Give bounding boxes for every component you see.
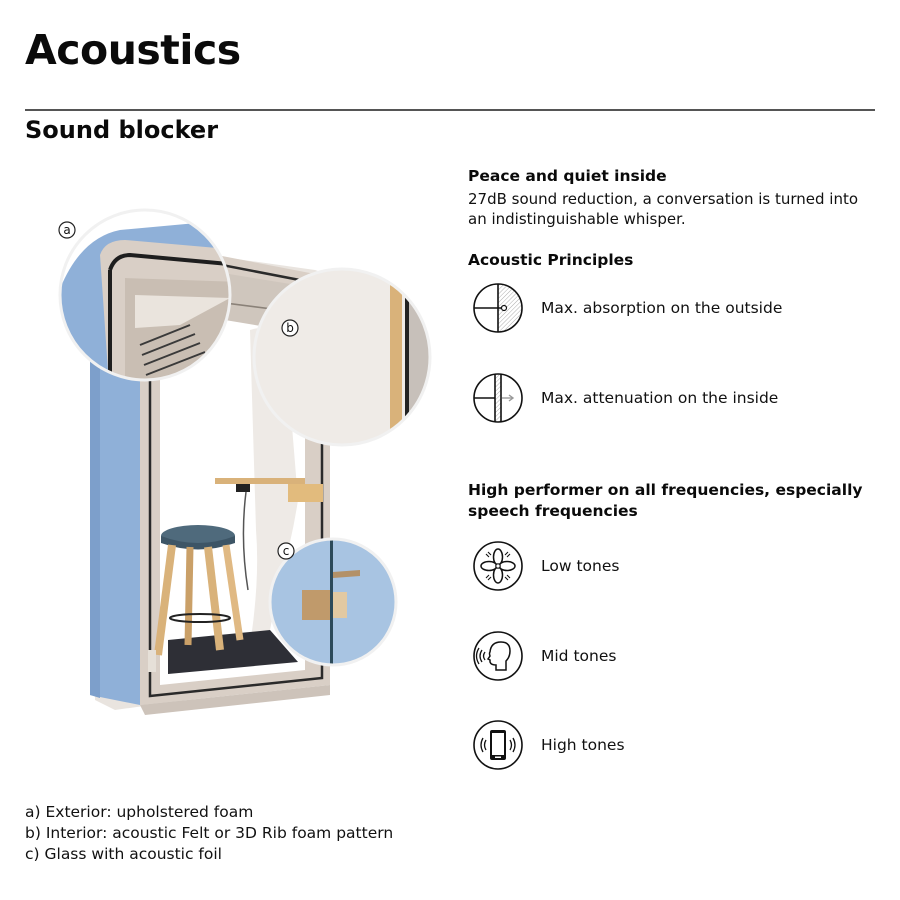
frequencies-heading-line-2: speech frequencies — [468, 502, 638, 520]
legend-item-c: c) Glass with acoustic foil — [25, 845, 222, 863]
frequencies-heading-line-1: High performer on all frequencies, espec… — [468, 481, 863, 499]
section-title: Sound blocker — [25, 116, 219, 144]
frequencies-heading: High performer on all frequencies, espec… — [468, 480, 863, 522]
principle-label: Max. absorption on the outside — [541, 299, 783, 317]
peace-body-line-1: 27dB sound reduction, a conversation is … — [468, 190, 859, 208]
frequency-label: Low tones — [541, 557, 620, 575]
frequency-item-high: High tones — [472, 719, 625, 771]
peace-body-line-2: an indistinguishable whisper. — [468, 210, 686, 228]
frequency-label: Mid tones — [541, 647, 617, 665]
frequency-item-mid: Mid tones — [472, 630, 616, 682]
svg-text:c: c — [283, 544, 290, 558]
booth-illustration: a b c — [30, 200, 450, 730]
absorption-icon — [473, 283, 523, 333]
peace-heading: Peace and quiet inside — [468, 167, 667, 185]
principle-label: Max. attenuation on the inside — [541, 389, 779, 407]
callout-legend: a) Exterior: upholstered foam b) Interio… — [25, 802, 393, 865]
page-title: Acoustics — [25, 26, 241, 74]
svg-text:a: a — [63, 223, 70, 237]
callout-c-glass — [270, 539, 396, 665]
svg-text:b: b — [286, 321, 294, 335]
principle-item-attenuation: Max. attenuation on the inside — [472, 372, 778, 424]
principles-heading: Acoustic Principles — [468, 251, 634, 269]
frequency-label: High tones — [541, 736, 625, 754]
peace-body: 27dB sound reduction, a conversation is … — [468, 189, 858, 229]
attenuation-icon — [473, 373, 523, 423]
ringing-phone-icon — [473, 720, 523, 770]
legend-item-b: b) Interior: acoustic Felt or 3D Rib foa… — [25, 824, 394, 842]
speaking-head-icon — [473, 631, 523, 681]
legend-item-a: a) Exterior: upholstered foam — [25, 803, 254, 821]
callout-a-exterior — [60, 210, 230, 380]
fan-icon — [473, 541, 523, 591]
principle-item-absorption: Max. absorption on the outside — [472, 282, 782, 334]
section-divider — [25, 109, 875, 111]
frequency-item-low: Low tones — [472, 540, 619, 592]
callout-b-interior — [254, 269, 430, 445]
